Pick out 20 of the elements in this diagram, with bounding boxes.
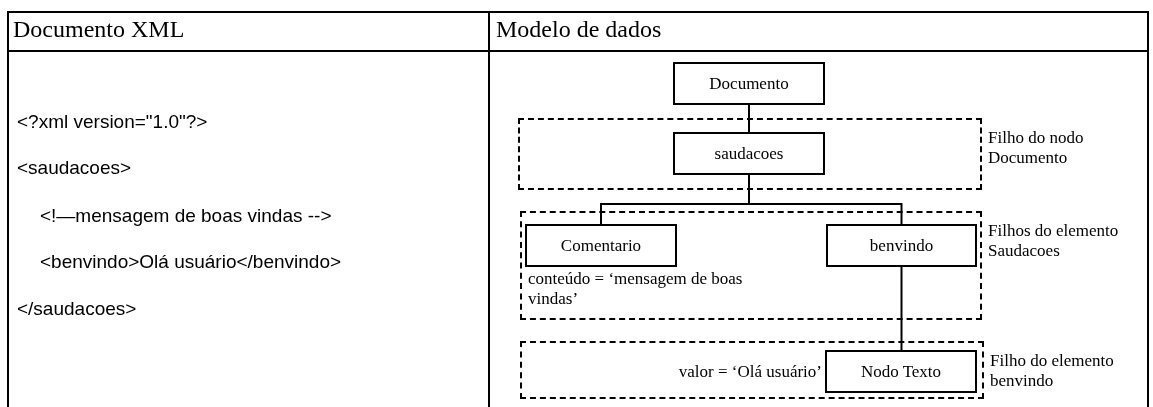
group-label: Filho do nodo Documento <box>988 128 1085 168</box>
code-line: </saudacoes> <box>17 298 137 320</box>
group-label: Filhos do elemento Saudacoes <box>988 221 1120 261</box>
tree-node-box: Documento <box>673 62 825 105</box>
tree-node-box: saudacoes <box>673 132 825 175</box>
tree-node-box: Nodo Texto <box>825 350 977 393</box>
tree-node-box: Comentario <box>525 224 677 267</box>
group-label: Filho do elemento benvindo <box>990 351 1115 391</box>
column-header: Documento XML <box>13 16 185 43</box>
tree-connector <box>748 174 903 225</box>
tree-connector <box>900 266 903 351</box>
tree-connector <box>748 104 750 133</box>
column-header: Modelo de dados <box>496 16 662 43</box>
tree-node-box: benvindo <box>826 224 977 267</box>
code-line: <saudacoes> <box>17 157 132 179</box>
code-line: <!—mensagem de boas vindas --> <box>40 205 332 227</box>
node-annotation: valor = ‘Olá usuário’ <box>677 362 822 382</box>
code-line: <benvindo>Olá usuário</benvindo> <box>40 251 342 273</box>
node-annotation: conteúdo = ‘mensagem de boas vindas’ <box>528 269 744 309</box>
code-line: <?xml version="1.0"?> <box>17 111 208 133</box>
